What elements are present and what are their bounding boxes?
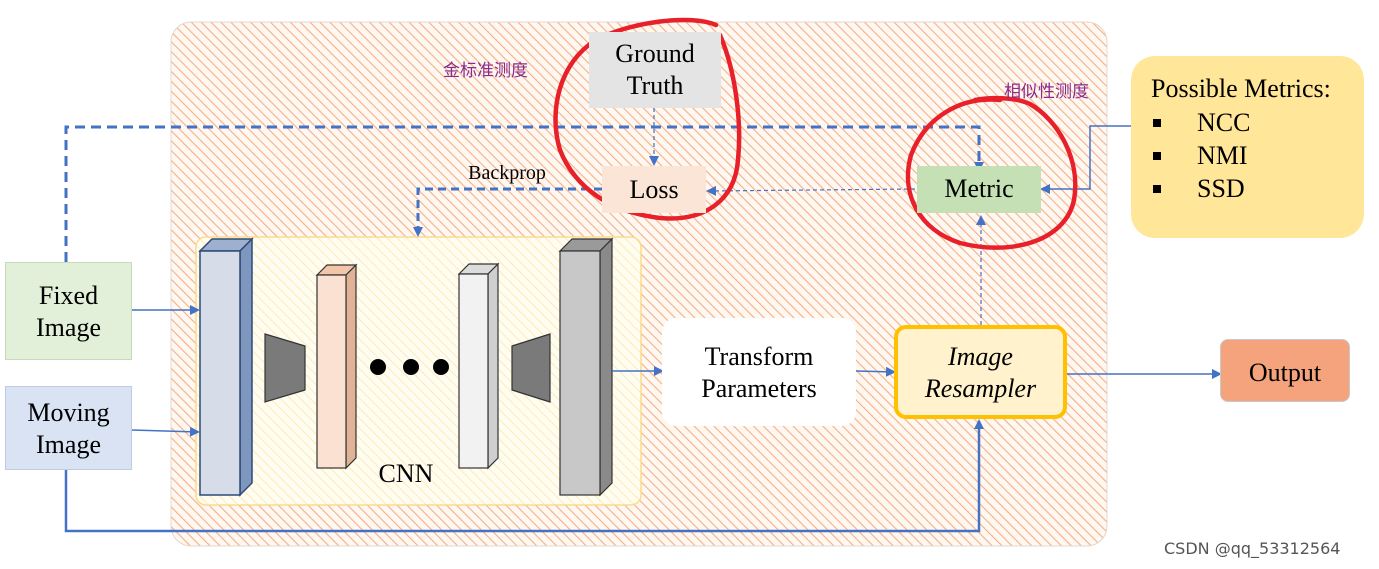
output-label: Output — [1248, 358, 1322, 387]
loss-label: Loss — [629, 175, 679, 204]
image-resampler-label-line2: Resampler — [924, 374, 1037, 403]
image-resampler-label-line1: Image — [948, 342, 1013, 371]
arrow-fixed-to-metric — [64, 125, 984, 262]
cnn-label: CNN — [378, 459, 434, 488]
arrow-transform-to-resampler — [855, 366, 896, 377]
ground-truth-label-line2: Truth — [626, 71, 684, 100]
arrow-metrics-to-metric — [1040, 125, 1131, 194]
moving-image-label-line1: Moving — [27, 398, 110, 427]
cnn-decoder-trapezoid — [511, 333, 551, 403]
fixed-image-label-line1: Fixed — [38, 281, 99, 310]
annotation-similarity: 相似性测度 — [1004, 82, 1089, 102]
ellipsis-dot — [403, 359, 419, 375]
possible-metrics-title: Possible Metrics: — [1151, 74, 1331, 103]
arrow-moving-to-cnn — [131, 426, 200, 437]
output-box — [1220, 339, 1350, 402]
metric-item-nmi: NMI — [1151, 139, 1364, 172]
watermark: CSDN @qq_53312564 — [1164, 539, 1341, 558]
possible-metrics-box: Possible Metrics: NCC NMI SSD — [1131, 56, 1364, 238]
moving-image-label-line2: Image — [36, 430, 101, 459]
fixed-image-label-line2: Image — [36, 313, 101, 342]
cnn-block-white — [457, 262, 500, 470]
image-resampler-box — [894, 325, 1067, 419]
metric-item-ssd: SSD — [1151, 172, 1364, 205]
arrow-backprop — [413, 187, 602, 237]
cnn-block-input — [198, 237, 254, 497]
annotation-gold-standard: 金标准测度 — [443, 61, 528, 81]
metric-label: Metric — [944, 174, 1014, 203]
ellipsis-dot — [370, 359, 386, 375]
transform-parameters-label-line2: Parameters — [701, 374, 817, 403]
cnn-block-pink — [315, 263, 358, 470]
ellipsis-dot — [433, 359, 449, 375]
ground-truth-label-line1: Ground — [615, 39, 695, 68]
transform-parameters-label-line1: Transform — [704, 342, 814, 371]
loss-box — [602, 166, 706, 213]
moving-image-box — [5, 386, 132, 470]
annotation-circle-metric — [905, 95, 1078, 250]
transform-parameters-box — [662, 318, 856, 426]
arrow-moving-to-resampler — [64, 419, 984, 533]
backprop-label: Backprop — [468, 162, 546, 184]
metric-item-ncc: NCC — [1151, 106, 1364, 139]
cnn-block-output — [558, 237, 614, 497]
cnn-encoder-trapezoid — [264, 333, 306, 403]
metric-box — [917, 166, 1041, 213]
ground-truth-box — [589, 32, 721, 108]
possible-metrics-list: NCC NMI SSD — [1151, 106, 1364, 205]
fixed-image-box — [5, 262, 132, 360]
